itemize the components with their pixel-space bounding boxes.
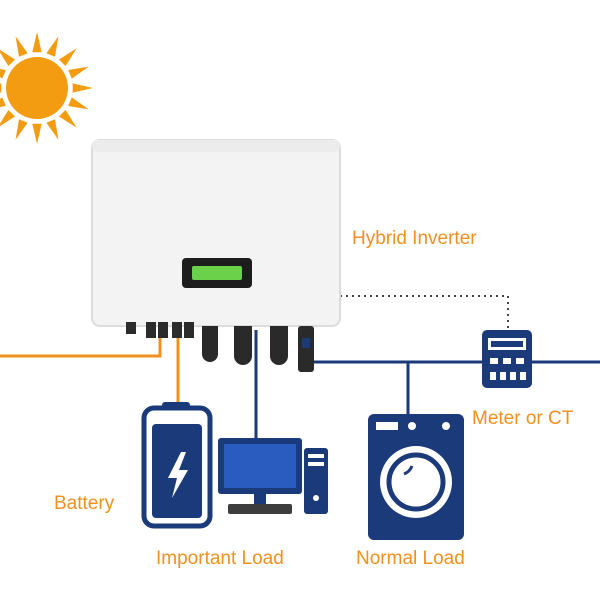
sun-ray [46, 119, 59, 140]
comm-port-indicator [302, 338, 310, 348]
comm-port [298, 326, 314, 372]
sun-ray [0, 109, 16, 126]
meter-digits [491, 341, 523, 347]
inverter-label: Hybrid Inverter [352, 228, 477, 249]
normal-load-label: Normal Load [356, 548, 465, 569]
sun-ray [32, 123, 42, 144]
sun-ray [15, 119, 28, 140]
connector [172, 322, 182, 338]
washer-door-glint [403, 465, 414, 476]
washer-knob [408, 422, 416, 430]
inverter-top-edge [92, 140, 340, 152]
meter-key [490, 358, 498, 364]
meter-terminal [510, 372, 516, 380]
tower-drive-bay [308, 462, 324, 466]
lightning-bolt-icon [168, 452, 188, 498]
meter-comm-line [340, 295, 509, 332]
connector [158, 322, 168, 338]
inverter-body [91, 139, 341, 327]
battery-icon [141, 402, 213, 529]
sun-ray [68, 97, 89, 110]
sun-core [6, 57, 68, 119]
inverter-display-screen [192, 266, 242, 280]
important-load-label: Important Load [156, 548, 284, 569]
sun-ray [32, 32, 42, 53]
sun-ray [58, 48, 77, 67]
sun-ray [0, 50, 16, 67]
battery-label: Battery [54, 493, 115, 514]
connector [146, 322, 156, 338]
meter-terminal [500, 372, 506, 380]
sun-ray [0, 69, 6, 79]
sun-ray [15, 36, 28, 57]
hybrid-inverter-icon [91, 139, 341, 372]
washing-machine-icon [368, 414, 464, 540]
sun-ray [58, 109, 77, 128]
ac-gland [270, 326, 288, 365]
sun-ray [72, 83, 93, 93]
connector [126, 322, 136, 334]
connector [184, 322, 194, 338]
sun-ray [0, 97, 6, 107]
monitor-screen [224, 444, 296, 488]
ac-gland [202, 326, 218, 362]
tower-power-button [313, 495, 319, 501]
meter-terminal [520, 372, 526, 380]
sun-rays [0, 32, 93, 144]
washer-door-window [386, 452, 446, 512]
keyboard [228, 504, 292, 514]
meter-key [503, 358, 511, 364]
washer-panel [376, 422, 398, 430]
computer-monitor-icon [218, 438, 302, 514]
electricity-meter-icon [482, 330, 532, 388]
meter-label: Meter or CT [472, 408, 574, 429]
ac-gland [234, 326, 252, 365]
sun-ray [0, 83, 2, 93]
pc-tower-icon [304, 448, 328, 514]
sun-ray [46, 36, 59, 57]
washer-knob [442, 422, 450, 430]
meter-key [516, 358, 524, 364]
monitor-neck [254, 494, 266, 504]
sun-icon [0, 32, 93, 144]
sun-ray [68, 66, 89, 79]
meter-terminal [490, 372, 496, 380]
tower-drive-bay [308, 454, 324, 458]
